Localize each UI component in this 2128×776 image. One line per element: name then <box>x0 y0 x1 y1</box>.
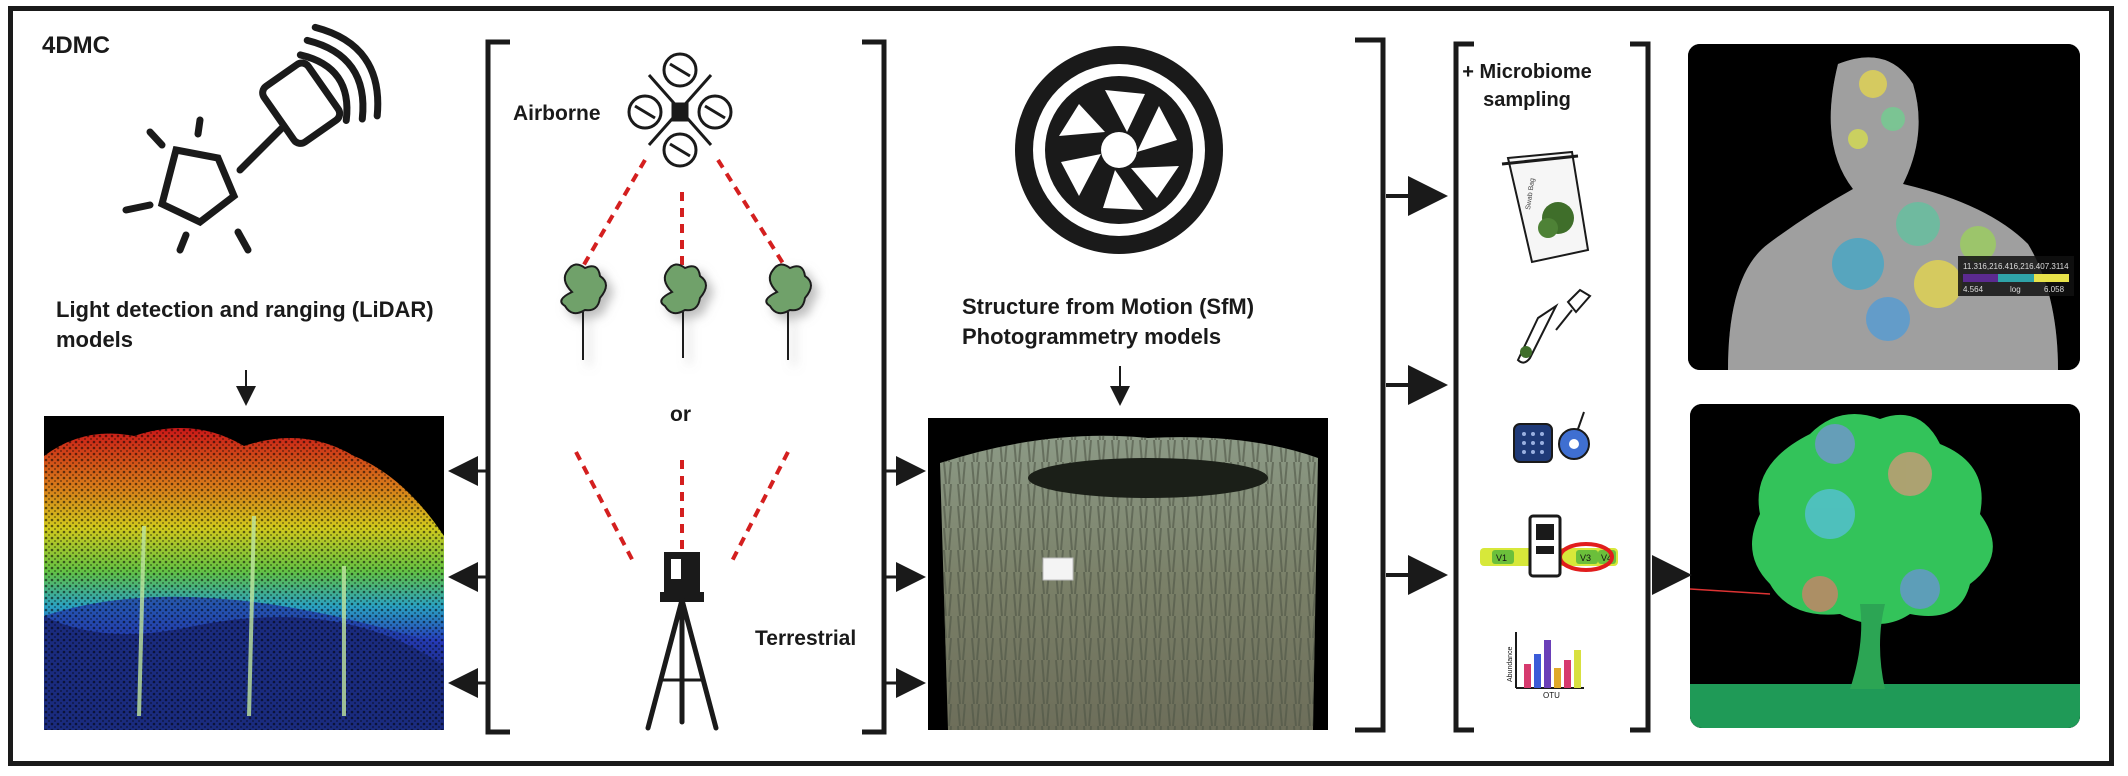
drone-icon <box>627 52 733 168</box>
microbiome-label-line2: sampling <box>1483 89 1571 111</box>
capture-to-lidar-arrows <box>448 456 486 698</box>
heatmap-scale-max: 6.058 <box>2044 285 2065 294</box>
camera-aperture-icon <box>1015 46 1223 254</box>
chart-xlabel: OTU <box>1543 691 1560 700</box>
lidar-label: Light detection and ranging (LiDAR) mode… <box>56 295 476 355</box>
swab-bag-icon: Swab Bag <box>1501 150 1590 264</box>
human-body-heatmap-image: 11.316,216.416,216.407.3114 4.564 log 6.… <box>1688 44 2080 370</box>
tree-icon <box>660 263 707 358</box>
capture-bracket <box>485 39 887 735</box>
sfm-label-line2: Photogrammetry models <box>962 324 1222 349</box>
microbiome-bracket <box>1453 41 1651 733</box>
tripod-scanner-icon <box>645 552 719 731</box>
or-label: or <box>670 403 691 426</box>
sfm-label-line1: Structure from Motion (SfM) <box>962 294 1255 319</box>
amplicon-sequencer-icon: V1 V2 V3 V4 <box>1480 514 1618 578</box>
lidar-label-line1: Light detection and ranging (LiDAR) <box>56 297 434 322</box>
tree-icon <box>560 263 607 360</box>
sfm-label: Structure from Motion (SfM) Photogrammet… <box>962 292 1322 352</box>
figure-title: 4DMC <box>42 32 111 59</box>
heatmap-scale-mid: log <box>2010 285 2021 294</box>
tree-model-heatmap-image <box>1690 404 2080 728</box>
tube-pipette-icon <box>1516 288 1592 364</box>
amplicon-label-v4: V4 <box>1601 553 1612 563</box>
amplicon-label-v3: V3 <box>1580 553 1591 563</box>
lidar-label-line2: models <box>56 327 134 352</box>
microbiome-label: + Microbiome sampling <box>1452 58 1602 114</box>
microbiome-label-line1: + Microbiome <box>1462 61 1592 83</box>
heatmap-scale-min: 4.564 <box>1963 285 1984 294</box>
terrestrial-label: Terrestrial <box>755 627 857 650</box>
sfm-bracket <box>1355 37 1386 733</box>
heatmap-scale-header: 11.316,216.416,216.407.3114 <box>1963 262 2069 271</box>
tree-icons <box>560 263 812 360</box>
chart-ylabel: Abundance <box>1507 646 1514 682</box>
airborne-label: Airborne <box>513 102 601 125</box>
sfm-to-microbiome-arrows <box>1386 176 1448 595</box>
lidar-scanner-icon <box>122 23 382 254</box>
capture-to-sfm-arrows <box>886 456 926 698</box>
amplicon-label-v1: V1 <box>1496 553 1507 563</box>
abundance-chart-icon: Abundance OTU <box>1507 632 1584 700</box>
lidar-point-cloud-image <box>44 416 444 730</box>
plate-centrifuge-icon <box>1513 411 1590 463</box>
scan-lines <box>574 158 790 566</box>
tree-icon <box>765 263 812 360</box>
swab-bag-text: Swab Bag <box>1525 178 1536 211</box>
sfm-bark-model-image <box>928 418 1328 730</box>
